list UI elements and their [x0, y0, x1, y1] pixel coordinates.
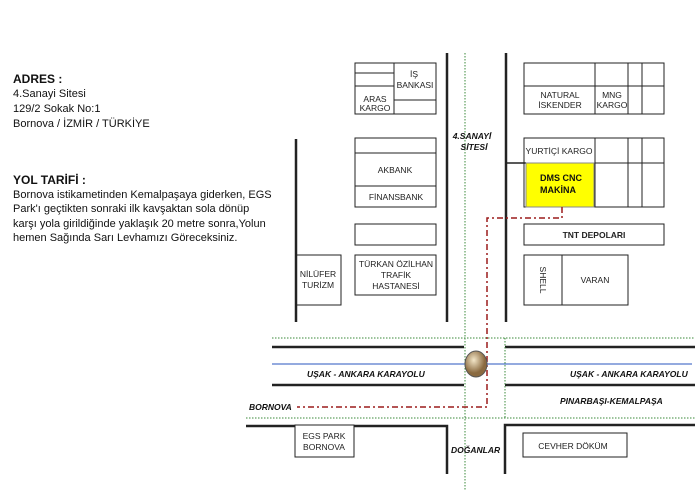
directions-block: YOL TARİFİ : Bornova istikametinden Kema…	[13, 173, 273, 246]
directions-text: Bornova istikametinden Kemalpaşaya gider…	[13, 188, 272, 245]
route-path	[297, 207, 563, 408]
building-label: KARGO	[597, 100, 628, 110]
center-lines	[246, 53, 695, 490]
building-label: HASTANESİ	[372, 281, 420, 291]
address-line: Bornova / İZMİR / TÜRKİYE	[13, 118, 150, 130]
roundabout-icon	[464, 350, 488, 378]
road-label: UŞAK - ANKARA KARAYOLU	[570, 369, 689, 379]
building-label: TRAFİK	[381, 270, 412, 280]
road-label: BORNOVA	[249, 402, 292, 412]
address-line: 4.Sanayi Sitesi	[13, 88, 86, 100]
dms-label: MAKİNA	[540, 185, 576, 195]
building-label: VARAN	[581, 275, 610, 285]
street-label: SİTESİ	[461, 142, 489, 152]
building-label: EGS PARK	[303, 431, 346, 441]
building-label: BORNOVA	[303, 442, 345, 452]
directions-heading: YOL TARİFİ :	[13, 173, 86, 187]
building-label: BANKASI	[397, 80, 434, 90]
road-edges	[246, 53, 695, 474]
road-label: UŞAK - ANKARA KARAYOLU	[307, 369, 426, 379]
address-block: ADRES : 4.Sanayi Sitesi 129/2 Sokak No:1…	[13, 72, 150, 132]
building-label: SHELL	[538, 267, 548, 294]
street-label: 4.SANAYİ	[452, 131, 492, 141]
dms-label: DMS CNC	[540, 173, 582, 183]
building-label: ARAS	[363, 94, 386, 104]
building-label: MNG	[602, 90, 622, 100]
building-label: NİLÜFER	[300, 269, 336, 279]
address-line: 129/2 Sokak No:1	[13, 103, 101, 115]
building-label: İSKENDER	[538, 100, 581, 110]
road-label: DOĞANLAR	[451, 444, 501, 455]
building-label: NATURAL	[540, 90, 579, 100]
building-label: TÜRKAN ÖZİLHAN	[359, 259, 433, 269]
building-label: CEVHER DÖKÜM	[538, 441, 607, 451]
building-label: TNT DEPOLARI	[563, 230, 626, 240]
building-label: KARGO	[360, 103, 391, 113]
building-label: FİNANSBANK	[369, 192, 424, 202]
building-label: İŞ	[410, 69, 418, 79]
building-label: YURTİÇİ KARGO	[526, 146, 593, 156]
dms-highlight-block	[525, 162, 595, 208]
address-heading: ADRES :	[13, 72, 63, 86]
building-label: TURİZM	[302, 280, 334, 290]
building-label: AKBANK	[378, 165, 413, 175]
road-label: PINARBAŞI-KEMALPAŞA	[560, 396, 663, 406]
